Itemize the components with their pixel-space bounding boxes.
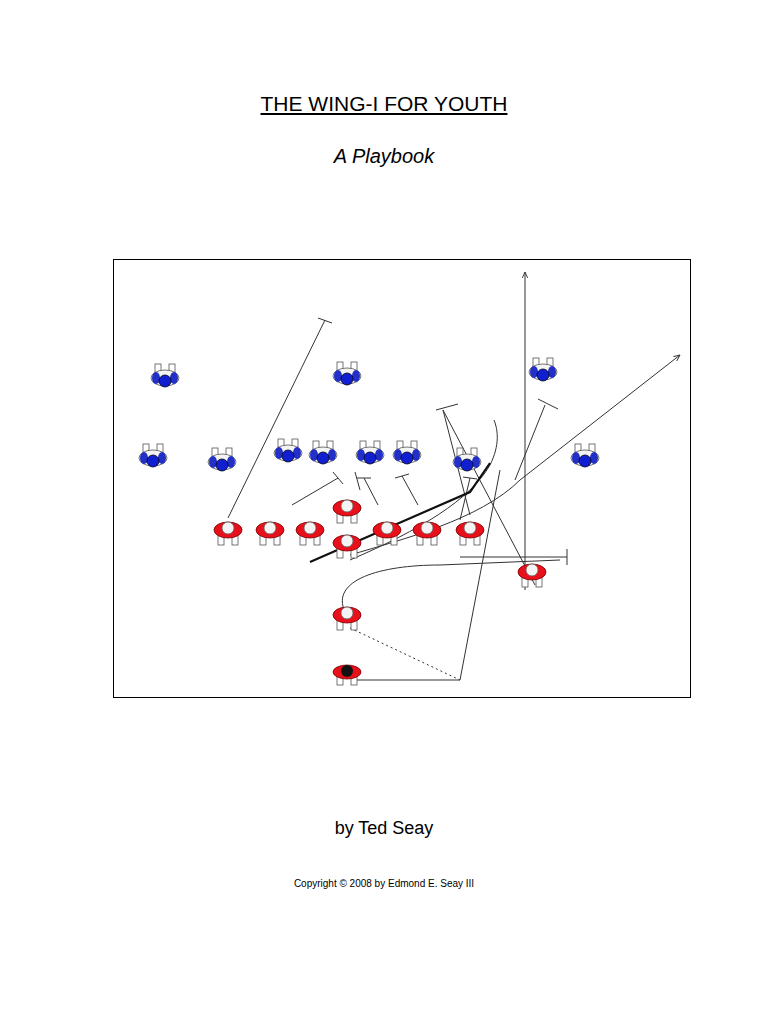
play-routes [228,272,680,680]
diagram-frame [114,260,691,698]
author-line: by Ted Seay [0,818,768,839]
copyright-note: Copyright © 2008 by Edmond E. Seay III [0,878,768,889]
offense-players [214,500,546,685]
defense-players [139,358,599,471]
thick-route [310,463,490,562]
subtitle: A Playbook [0,145,768,168]
page-title: THE WING-I FOR YOUTH [0,92,768,116]
